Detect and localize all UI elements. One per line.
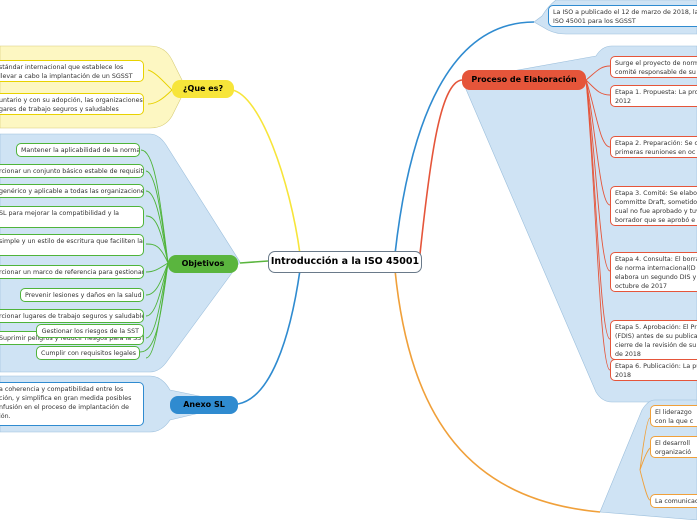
objetivos-item-7[interactable]: Prevenir lesiones y daños en la salud bbox=[20, 288, 144, 302]
bottom-orange-item-3[interactable]: La comunicac bbox=[650, 494, 697, 508]
proceso-leaf-connectors bbox=[585, 65, 611, 371]
bottom-orange-leaf-connectors bbox=[639, 417, 651, 501]
proceso-item-3[interactable]: Etapa 2. Preparación: Se c primeras reun… bbox=[610, 136, 697, 158]
connector-que-es-1 bbox=[147, 69, 173, 91]
anexo-sl-text[interactable]: a coherencia y compatibilidad entre los … bbox=[0, 382, 144, 426]
anexo-sl-branch[interactable]: Anexo SL bbox=[170, 396, 238, 414]
objetivos-item-3[interactable]: genérico y aplicable a todas las organiz… bbox=[0, 184, 144, 198]
objetivos-item-2[interactable]: rcionar un conjunto básico estable de re… bbox=[0, 164, 144, 178]
objetivos-item-6[interactable]: rcionar un marco de referencia para gest… bbox=[0, 265, 144, 279]
que-es-item-2[interactable]: untario y con su adopción, las organizac… bbox=[0, 93, 144, 115]
objetivos-leaf-connectors bbox=[139, 149, 169, 359]
bottom-orange-item-2[interactable]: El desarroll organizació bbox=[650, 436, 697, 458]
connector-anexo bbox=[237, 269, 301, 405]
objetivos-item-4[interactable]: SL para mejorar la compatibilidad y la bbox=[0, 206, 144, 228]
objetivos-item-10[interactable]: Gestionar los riesgos de la SST bbox=[36, 324, 144, 338]
objetivos-item-1[interactable]: Mantener la aplicabilidad de la normal bbox=[16, 143, 140, 157]
objetivos-item-11[interactable]: Cumplir con requisitos legales bbox=[36, 346, 140, 360]
connector-objetivos bbox=[239, 260, 269, 264]
proceso-item-7[interactable]: Etapa 6. Publicación: La pu 2018 bbox=[610, 359, 697, 381]
proceso-item-1[interactable]: Surge el proyecto de norma comité respon… bbox=[610, 56, 697, 78]
objetivos-item-5[interactable]: simple y un estilo de escritura que faci… bbox=[0, 234, 144, 256]
connector-que-es bbox=[231, 89, 301, 255]
objetivos-item-8[interactable]: rcionar lugares de trabajo seguros y sal… bbox=[0, 309, 144, 323]
objetivos-branch[interactable]: Objetivos bbox=[168, 255, 238, 273]
proceso-item-2[interactable]: Etapa 1. Propuesta: La pro 2012 bbox=[610, 85, 697, 107]
que-es-branch[interactable]: ¿Que es? bbox=[172, 80, 234, 98]
connector-top-blue bbox=[394, 21, 535, 255]
bottom-orange-item-1[interactable]: El liderazgo con la que c bbox=[650, 405, 697, 427]
proceso-item-4[interactable]: Etapa 3. Comité: Se elabor Committe Draf… bbox=[610, 186, 697, 226]
connector-proceso bbox=[419, 79, 463, 255]
proceso-item-6[interactable]: Etapa 5. Aprobación: El Pr (FDIS) antes … bbox=[610, 320, 697, 360]
que-es-zone bbox=[0, 45, 187, 129]
proceso-branch[interactable]: Proceso de Elaboración bbox=[462, 70, 586, 90]
connector-bottom-orange bbox=[394, 269, 601, 513]
que-es-item-1[interactable]: stándar internacional que establece los … bbox=[0, 60, 144, 82]
connector-que-es-2 bbox=[147, 89, 173, 105]
proceso-item-5[interactable]: Etapa 4. Consulta: El borra de norma int… bbox=[610, 252, 697, 292]
bottom-orange-zone bbox=[599, 399, 697, 520]
top-blue-text[interactable]: La ISO a publicado el 12 de marzo de 201… bbox=[548, 5, 697, 27]
central-topic[interactable]: Introducción a la ISO 45001 bbox=[268, 251, 422, 273]
proceso-zone bbox=[461, 45, 697, 403]
